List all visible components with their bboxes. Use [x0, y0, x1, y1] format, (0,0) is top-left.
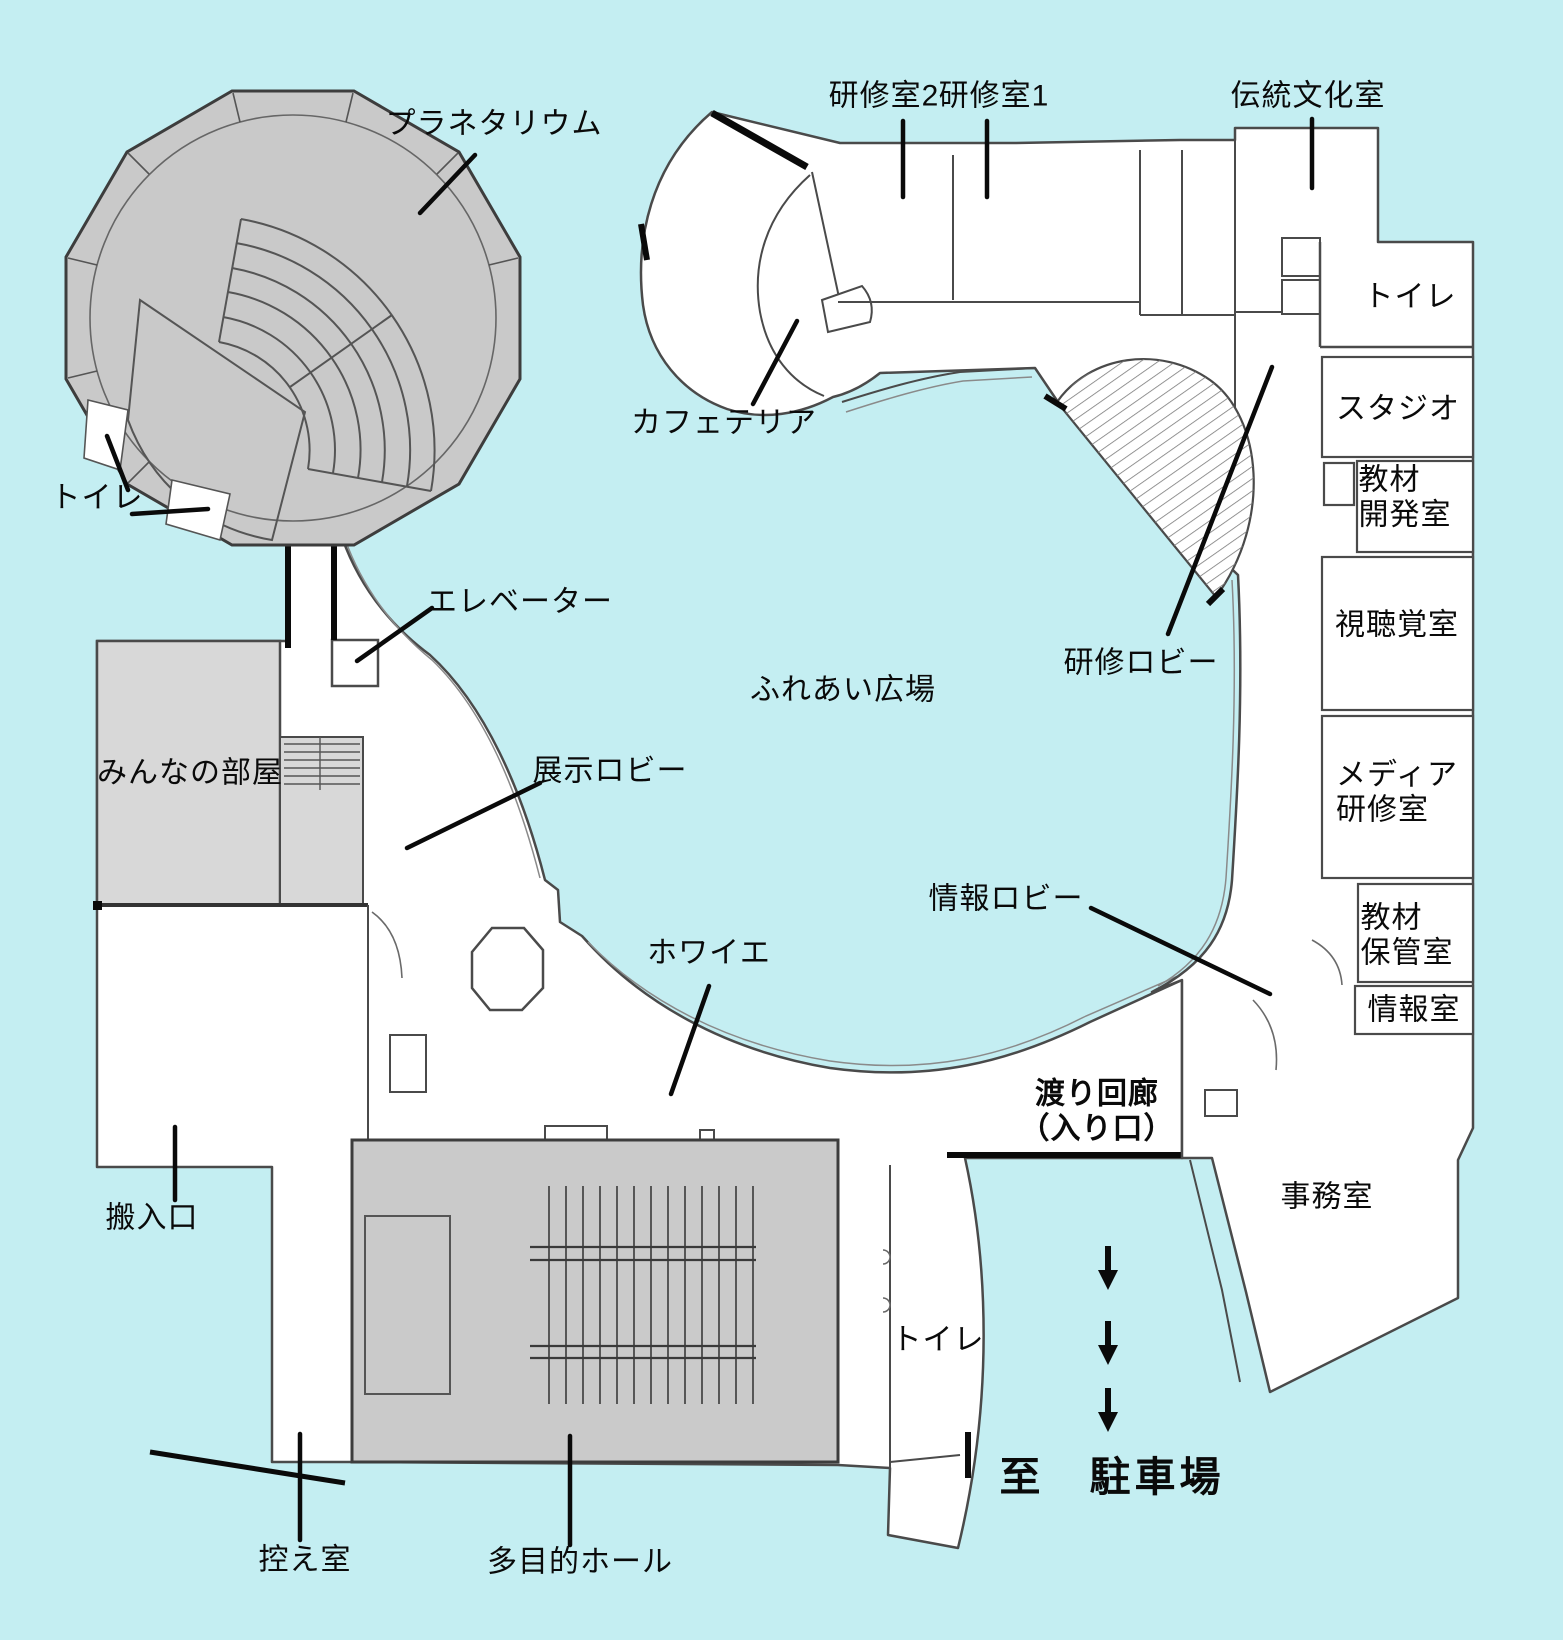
parking-arrows [1098, 1246, 1118, 1432]
label-material-development: 教材 開発室 [1358, 463, 1452, 532]
label-training-lobby: 研修ロビー [1063, 646, 1219, 680]
label-training-room-1: 研修室1 [938, 79, 1050, 113]
planetarium-sector-walls [67, 92, 519, 484]
label-studio: スタジオ [1336, 392, 1460, 426]
label-everyones-room: みんなの部屋 [97, 756, 283, 790]
pointer-lines [104, 116, 1315, 1548]
everyones-room [95, 639, 282, 907]
elevator-room [330, 638, 380, 688]
label-fureai-plaza: ふれあい広場 [750, 673, 936, 707]
stage-area [364, 1215, 451, 1395]
label-foyer: ホワイエ [647, 936, 771, 970]
label-cafeteria: カフェテリア [631, 406, 817, 440]
label-traditional-culture: 伝統文化室 [1230, 79, 1386, 113]
label-training-room-2: 研修室2 [828, 79, 940, 113]
label-toilet-top-right: トイレ [1363, 280, 1457, 314]
planetarium [64, 89, 522, 547]
planetarium-seating [126, 218, 436, 542]
display-case [470, 926, 545, 1012]
label-waiting-room: 控え室 [258, 1543, 352, 1577]
hall-seating [530, 1186, 756, 1404]
training-lobby-fan [1043, 358, 1255, 607]
label-information-room: 情報室 [1367, 993, 1461, 1027]
label-information-lobby: 情報ロビー [928, 882, 1084, 916]
hall-toilet-corridor [882, 1165, 971, 1478]
upper-and-right-wing [638, 109, 1475, 1394]
label-media-training: メディア 研修室 [1336, 758, 1458, 827]
office-walls [1189, 999, 1278, 1383]
label-office: 事務室 [1280, 1180, 1374, 1214]
label-material-storage: 教材 保管室 [1360, 901, 1454, 970]
label-hall-toilet: トイレ [891, 1323, 985, 1357]
label-exhibition-lobby: 展示ロビー [532, 754, 688, 788]
label-to-parking: 至 駐車場 [999, 1453, 1225, 1500]
label-planetarium-toilet: トイレ [50, 481, 144, 515]
label-elevator: エレベーター [427, 585, 613, 619]
label-planetarium: プラネタリウム [385, 107, 603, 141]
right-wing-rooms [1320, 355, 1475, 1036]
multipurpose-hall [350, 1125, 840, 1464]
label-audio-visual: 視聴覚室 [1335, 608, 1459, 642]
label-crossing-corridor: 渡り回廊 （入り口） [1019, 1077, 1175, 1146]
label-loading-entrance: 搬入口 [105, 1201, 199, 1235]
staircase [279, 736, 364, 906]
label-multipurpose-hall: 多目的ホール [487, 1545, 673, 1579]
